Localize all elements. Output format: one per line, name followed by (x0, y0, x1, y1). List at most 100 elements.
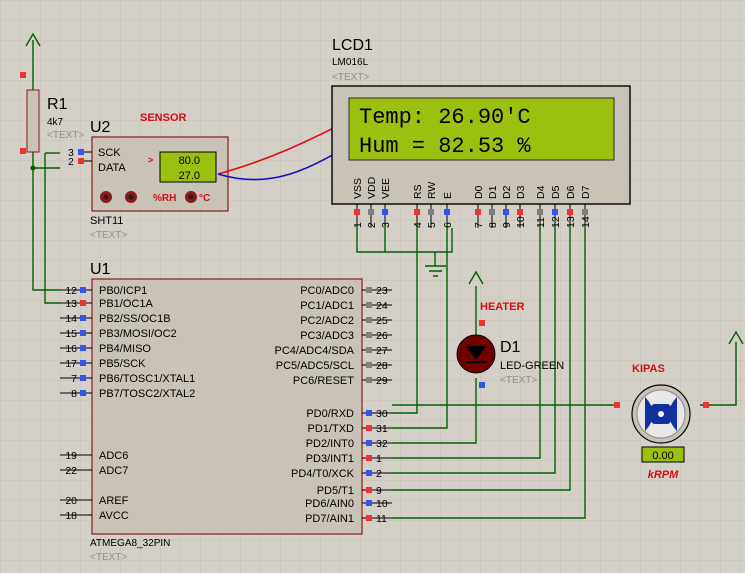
power-terminal-icon (25, 32, 41, 47)
mcu-right-pin-number: 29 (376, 375, 388, 387)
mcu-pin-marker[interactable] (366, 377, 372, 383)
resistor-r1[interactable]: R1 4k7 <TEXT> (20, 72, 84, 171)
lcd-pin-label: D7 (580, 185, 592, 199)
lcd-pin-number: 4 (412, 222, 424, 228)
mcu-pin-marker[interactable] (366, 362, 372, 368)
mcu-pin-marker[interactable] (366, 455, 372, 461)
mcu-right-pin-number: 24 (376, 300, 388, 312)
lcd-pin-marker[interactable] (552, 209, 558, 215)
lcd-pin-marker[interactable] (567, 209, 573, 215)
mcu-pin-marker[interactable] (366, 487, 372, 493)
lcd-pin-label: VDD (366, 176, 378, 199)
mcu-left-pin-number: 17 (65, 358, 77, 370)
mcu-pin-marker[interactable] (366, 515, 372, 521)
led-annotation: HEATER (480, 301, 524, 313)
lcd-pin-marker[interactable] (354, 209, 360, 215)
mcu-pin-marker[interactable] (80, 375, 86, 381)
mcu-left-pin-label: AREF (99, 495, 129, 507)
mcu-left-pin-number: 7 (71, 373, 77, 385)
mcu-pin-marker[interactable] (366, 317, 372, 323)
motor-kipas[interactable]: KIPAS 0.00 kRPM (614, 363, 709, 481)
mcu-left-pin-label: ADC6 (99, 450, 128, 462)
mcu-pin-marker[interactable] (80, 315, 86, 321)
mcu-pin-marker[interactable] (80, 287, 86, 293)
mcu-left-pin-label: PB5/SCK (99, 358, 146, 370)
lcd-pin-marker[interactable] (537, 209, 543, 215)
lcd-pin-label: D3 (515, 185, 527, 199)
mcu-pin-marker[interactable] (366, 470, 372, 476)
mcu-left-pin-number: 14 (65, 313, 77, 325)
lcd-pin-number: 1 (352, 222, 364, 228)
lcd-pin-number: 12 (550, 216, 562, 228)
led-d1[interactable]: HEATER D1 LED-GREEN <TEXT> (456, 301, 564, 388)
sensor-annotation: SENSOR (140, 112, 187, 124)
sensor-pin-num-sck: 3 (68, 147, 74, 159)
lcd-pin-marker[interactable] (582, 209, 588, 215)
mcu-right-pin-label: PD3/INT1 (306, 453, 354, 465)
mcu-right-pin-label: PD5/T1 (317, 485, 354, 497)
ground-icon (425, 265, 446, 277)
lcd-pin-marker[interactable] (382, 209, 388, 215)
lcd-pin-marker[interactable] (489, 209, 495, 215)
led-ref: D1 (500, 339, 521, 356)
lcd-pin-marker[interactable] (428, 209, 434, 215)
mcu-pin-marker[interactable] (366, 347, 372, 353)
mcu-right-pin-label: PC6/RESET (293, 375, 354, 387)
mcu-right-pin-label: PD4/T0/XCK (291, 468, 355, 480)
lcd-pin-number: 10 (515, 216, 527, 228)
mcu-left-pin-number: 20 (65, 495, 77, 507)
sensor-u2[interactable]: SENSOR U2 3 2 SCK DATA > 80.0 27.0 %RH °… (68, 112, 229, 241)
lcd-pin-marker[interactable] (368, 209, 374, 215)
lcd-pin-number: 6 (442, 222, 454, 228)
lcd-pin-label: D1 (487, 185, 499, 199)
mcu-left-pin-number: 22 (65, 465, 77, 477)
mcu-pin-marker[interactable] (80, 360, 86, 366)
mcu-right-pin-number: 26 (376, 330, 388, 342)
sensor-pin-data: DATA (98, 162, 126, 174)
mcu-right-pin-label: PD0/RXD (306, 408, 354, 420)
mcu-left-pin-label: PB2/SS/OC1B (99, 313, 171, 325)
lcd-pin-number: 14 (580, 216, 592, 228)
mcu-model: ATMEGA8_32PIN (90, 538, 170, 549)
lcd-pin-marker[interactable] (503, 209, 509, 215)
mcu-pin-marker[interactable] (366, 410, 372, 416)
lcd-pin-marker[interactable] (414, 209, 420, 215)
mcu-left-pin-label: PB4/MISO (99, 343, 151, 355)
sensor-reading-temp: 27.0 (179, 170, 200, 182)
mcu-pin-marker[interactable] (366, 302, 372, 308)
mcu-right-pin-number: 2 (376, 468, 382, 480)
mcu-pin-marker[interactable] (366, 500, 372, 506)
mcu-left-pin-number: 8 (71, 388, 77, 400)
mcu-right-pin-number: 23 (376, 285, 388, 297)
mcu-left-pin-label: PB6/TOSC1/XTAL1 (99, 373, 195, 385)
mcu-left-pin-number: 15 (65, 328, 77, 340)
mcu-pin-marker[interactable] (80, 300, 86, 306)
mcu-pin-marker[interactable] (80, 345, 86, 351)
mcu-pin-marker[interactable] (80, 390, 86, 396)
lcd-pin-label: E (442, 192, 454, 199)
mcu-right-pins: 23PC0/ADC024PC1/ADC125PC2/ADC226PC3/ADC3… (275, 285, 392, 525)
lcd-pin-marker[interactable] (444, 209, 450, 215)
lcd-pin-number: 8 (487, 222, 499, 228)
mcu-pin-marker[interactable] (366, 287, 372, 293)
sensor-screen (159, 151, 217, 183)
lcd-pin-label: D2 (501, 185, 513, 199)
mcu-right-pin-label: PD2/INT0 (306, 438, 354, 450)
mcu-pin-marker[interactable] (366, 332, 372, 338)
mcu-pin-marker[interactable] (366, 440, 372, 446)
motor-icon (631, 384, 691, 444)
lcd-pins: VSS1VDD2VEE3RS4RW5E6D07D18D29D310D411D51… (352, 176, 592, 228)
lcd-pin-marker[interactable] (517, 209, 523, 215)
sensor-arrow-glyph: > (148, 155, 153, 165)
mcu-ref: U1 (90, 261, 111, 278)
mcu-right-pin-label: PC3/ADC3 (300, 330, 354, 342)
mcu-pin-marker[interactable] (366, 425, 372, 431)
lcd-pin-number: 2 (366, 222, 378, 228)
lcd-pin-marker[interactable] (475, 209, 481, 215)
lcd-lcd1[interactable]: LCD1 LM016L <TEXT> Temp: 26.90'C Hum = 8… (331, 37, 631, 228)
mcu-pin-marker[interactable] (80, 330, 86, 336)
mcu-body (91, 278, 363, 535)
sensor-text-placeholder: <TEXT> (90, 230, 127, 241)
sensor-ref: U2 (90, 119, 111, 136)
